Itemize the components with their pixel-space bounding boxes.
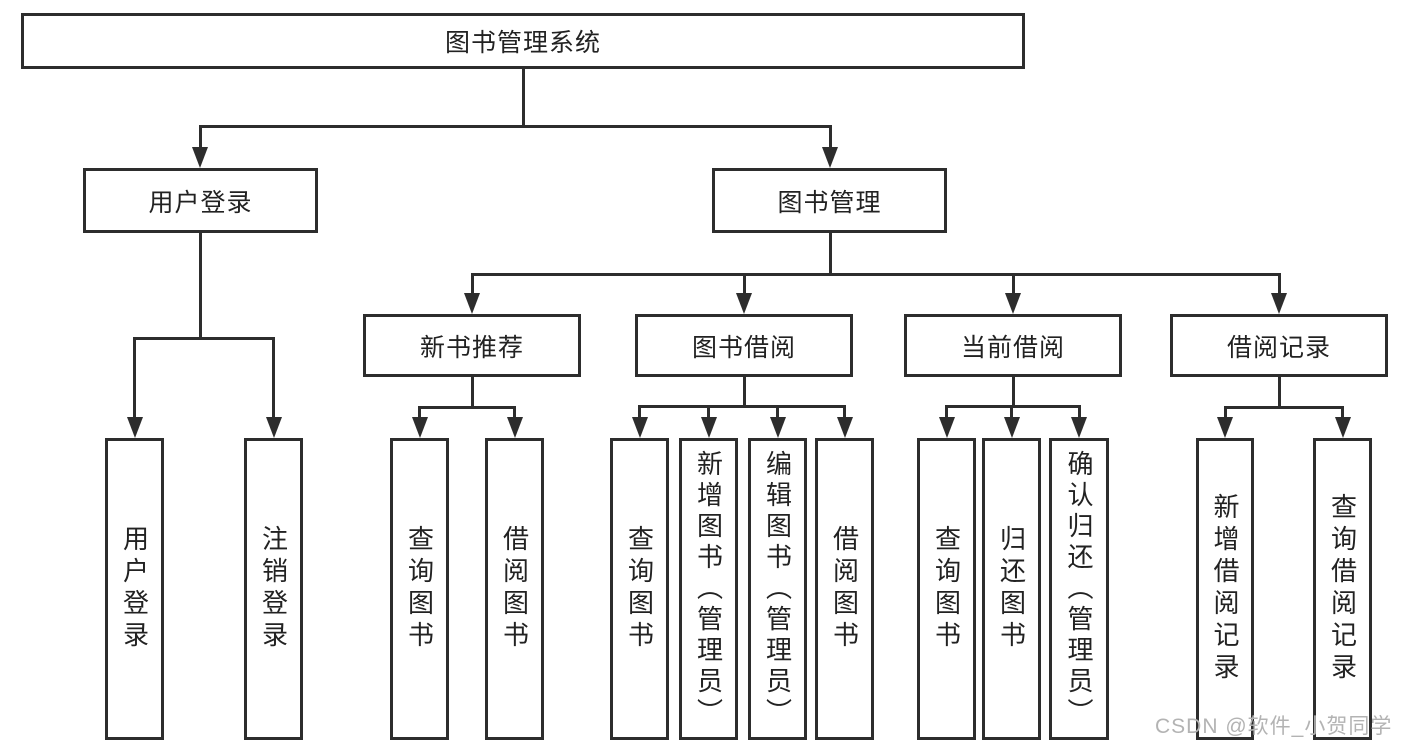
connector-to-current-confirm xyxy=(1077,405,1081,417)
connector-to-borrowing-query xyxy=(638,405,641,417)
leaf-records-add: 新增借阅记录 xyxy=(1196,438,1254,740)
leaf-borrowing-query-label: 查询图书 xyxy=(624,525,655,653)
leaf-borrowing-edit-label: 编辑图书（管理员） xyxy=(762,449,793,729)
node-current-borrowing: 当前借阅 xyxy=(904,314,1122,377)
connector-to-new-books xyxy=(470,273,474,293)
arrowhead-current-query xyxy=(938,417,955,438)
node-book-management-label: 图书管理 xyxy=(777,188,882,217)
arrowhead-borrow-records xyxy=(1271,293,1287,314)
connector-new-books-rail xyxy=(418,406,516,409)
connector-borrow-records-rail xyxy=(1223,406,1344,409)
leaf-borrowing-query: 查询图书 xyxy=(610,438,669,740)
arrowhead-current-return xyxy=(1003,417,1020,438)
arrowhead-book-management xyxy=(822,147,838,168)
leaf-borrowing-borrow-label: 借阅图书 xyxy=(829,525,860,653)
node-book-management: 图书管理 xyxy=(712,168,947,233)
node-root-label: 图书管理系统 xyxy=(444,29,601,57)
connector-to-borrowing-edit xyxy=(776,405,779,417)
node-book-borrowing: 图书借阅 xyxy=(635,314,853,377)
connector-book-management-drop xyxy=(828,233,832,273)
connector-to-newbooks-query xyxy=(418,406,421,417)
connector-to-records-add xyxy=(1223,406,1227,417)
leaf-records-add-label: 新增借阅记录 xyxy=(1210,493,1240,685)
connector-level2-rail xyxy=(198,125,832,128)
connector-to-borrowing-add xyxy=(707,405,710,417)
leaf-current-query-label: 查询图书 xyxy=(931,525,962,653)
connector-to-current-query xyxy=(945,405,948,417)
connector-to-borrowing-borrow xyxy=(843,405,846,417)
connector-to-book-borrowing xyxy=(742,273,746,293)
connector-to-records-query xyxy=(1341,406,1344,417)
connector-to-borrow-records xyxy=(1277,273,1281,293)
leaf-logout: 注销登录 xyxy=(244,438,303,740)
node-borrow-records: 借阅记录 xyxy=(1170,314,1388,377)
leaf-current-return-label: 归还图书 xyxy=(996,525,1027,653)
leaf-newbooks-borrow-label: 借阅图书 xyxy=(499,525,530,653)
leaf-logout-label: 注销登录 xyxy=(258,525,289,653)
leaf-borrowing-add-label: 新增图书（管理员） xyxy=(693,449,724,729)
node-user-login-label: 用户登录 xyxy=(148,188,253,217)
leaf-current-return: 归还图书 xyxy=(982,438,1041,740)
connector-to-leaf-logout xyxy=(272,337,275,417)
arrowhead-leaf-login xyxy=(126,417,143,438)
node-new-books: 新书推荐 xyxy=(363,314,581,377)
leaf-newbooks-borrow: 借阅图书 xyxy=(485,438,544,740)
leaf-newbooks-query: 查询图书 xyxy=(390,438,449,740)
leaf-records-query-label: 查询借阅记录 xyxy=(1327,493,1358,685)
connector-to-leaf-login xyxy=(133,337,136,417)
connector-to-current-borrowing xyxy=(1011,273,1015,293)
connector-book-borrowing-rail xyxy=(638,405,846,408)
leaf-borrowing-add: 新增图书（管理员） xyxy=(679,438,738,740)
connector-new-books-drop xyxy=(470,377,474,406)
arrowhead-leaf-logout xyxy=(265,417,282,438)
connector-to-current-return xyxy=(1010,405,1013,417)
arrowhead-book-borrowing xyxy=(736,293,752,314)
connector-to-user-login xyxy=(198,125,202,148)
leaf-borrowing-borrow: 借阅图书 xyxy=(815,438,874,740)
arrowhead-new-books xyxy=(464,293,480,314)
arrowhead-borrowing-edit xyxy=(769,417,786,438)
leaf-current-query: 查询图书 xyxy=(917,438,976,740)
connector-user-login-drop xyxy=(198,233,202,337)
arrowhead-borrowing-add xyxy=(700,417,717,438)
arrowhead-borrowing-borrow xyxy=(836,417,853,438)
connector-to-newbooks-borrow xyxy=(513,406,516,417)
connector-root-drop xyxy=(521,69,525,125)
leaf-borrowing-edit: 编辑图书（管理员） xyxy=(748,438,807,740)
csdn-watermark: CSDN @软件_小贺同学 xyxy=(1155,715,1393,738)
leaf-records-query: 查询借阅记录 xyxy=(1313,438,1372,740)
arrowhead-newbooks-borrow xyxy=(506,417,523,438)
connector-level3-rail xyxy=(470,273,1281,276)
connector-book-borrowing-drop xyxy=(742,377,746,405)
arrowhead-current-confirm xyxy=(1071,417,1087,438)
node-new-books-label: 新书推荐 xyxy=(419,333,524,362)
node-current-borrowing-label: 当前借阅 xyxy=(960,333,1065,362)
arrowhead-user-login xyxy=(192,147,208,168)
arrowhead-records-add xyxy=(1217,417,1233,438)
node-book-borrowing-label: 图书借阅 xyxy=(691,333,796,362)
arrowhead-newbooks-query xyxy=(411,417,428,438)
node-root: 图书管理系统 xyxy=(21,13,1025,69)
arrowhead-records-query xyxy=(1334,417,1351,438)
arrowhead-borrowing-query xyxy=(631,417,648,438)
node-borrow-records-label: 借阅记录 xyxy=(1226,333,1331,362)
node-user-login: 用户登录 xyxy=(83,168,318,233)
leaf-newbooks-query-label: 查询图书 xyxy=(404,525,435,653)
leaf-user-login: 用户登录 xyxy=(105,438,164,740)
arrowhead-current-borrowing xyxy=(1005,293,1021,314)
leaf-user-login-label: 用户登录 xyxy=(119,525,150,653)
connector-current-borrowing-drop xyxy=(1011,377,1015,405)
leaf-current-confirm: 确认归还（管理员） xyxy=(1049,438,1109,740)
connector-to-book-management xyxy=(828,125,832,148)
connector-user-login-rail xyxy=(133,337,275,340)
leaf-current-confirm-label: 确认归还（管理员） xyxy=(1064,449,1094,729)
connector-borrow-records-drop xyxy=(1277,377,1281,406)
